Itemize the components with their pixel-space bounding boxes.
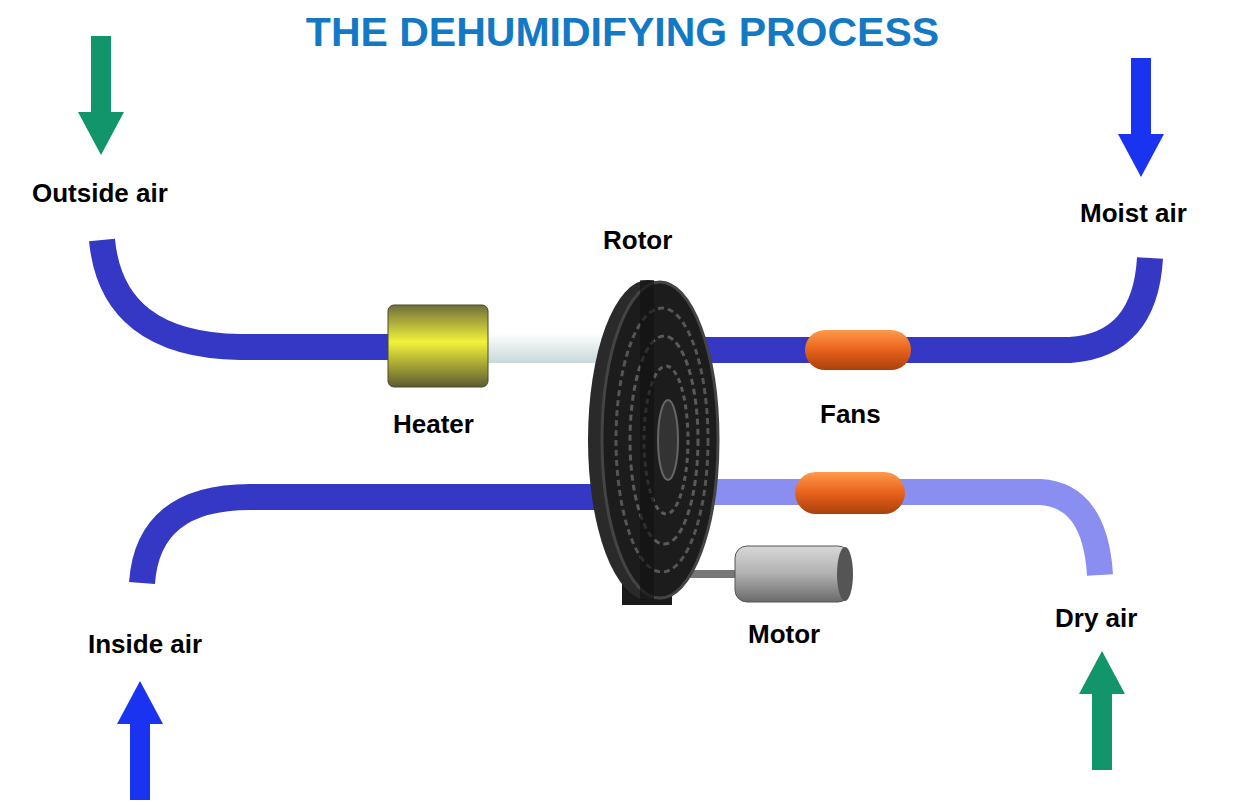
flow-arrow bbox=[78, 36, 1164, 800]
part-label: Dry air bbox=[1055, 603, 1137, 634]
heater bbox=[388, 305, 488, 387]
part-label: Outside air bbox=[32, 178, 168, 209]
part-label: Fans bbox=[820, 399, 881, 430]
motor-end bbox=[837, 547, 853, 601]
part-label: Heater bbox=[393, 409, 474, 440]
rotor-wheel bbox=[588, 280, 718, 605]
part-label: Motor bbox=[748, 619, 820, 650]
heated-tube bbox=[488, 333, 608, 363]
fan bbox=[795, 472, 905, 514]
fan bbox=[805, 330, 911, 370]
part-label: Inside air bbox=[88, 629, 202, 660]
part-label: Moist air bbox=[1080, 198, 1187, 229]
part-label: Rotor bbox=[603, 225, 672, 256]
diagram-title: THE DEHUMIDIFYING PROCESS bbox=[0, 8, 1245, 57]
motor bbox=[735, 546, 850, 602]
